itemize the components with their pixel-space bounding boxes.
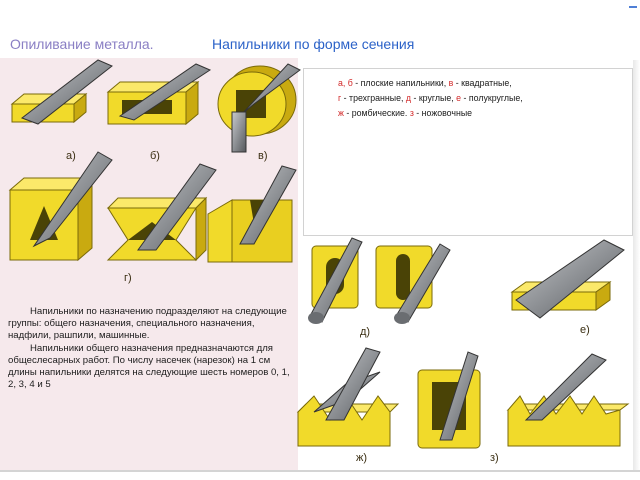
label-a: а) xyxy=(66,150,76,162)
legend-text: - ромбические. xyxy=(343,108,410,118)
label-z: з) xyxy=(490,452,499,464)
figure-z-hacksaw-file xyxy=(417,351,630,449)
figure-g-triangular-files xyxy=(8,151,297,263)
paragraph-purpose: Напильники по назначению подразделяют на… xyxy=(8,306,287,342)
corner-mark xyxy=(629,6,637,8)
legend-letter: в xyxy=(448,78,454,88)
figure-d-round-files xyxy=(308,237,451,324)
legend-text: - трехгранные, xyxy=(341,93,406,103)
label-d: д) xyxy=(360,326,371,338)
label-b: б) xyxy=(150,150,160,162)
page-subtitle: Напильники по форме сечения xyxy=(212,36,415,52)
figure-v-square-file xyxy=(217,63,301,153)
legend-line-2: г - трехгранные, д - круглые, е - полукр… xyxy=(338,91,623,106)
legend-text: - круглые, xyxy=(411,93,457,103)
legend-text: - квадратные, xyxy=(453,78,512,88)
label-v: в) xyxy=(258,150,268,162)
legend-letter: а, б xyxy=(338,78,353,88)
legend-text: - ножовочные xyxy=(413,108,473,118)
header: Опиливание металла. Напильники по форме … xyxy=(0,0,640,70)
legend-box xyxy=(303,68,633,236)
legend-text: - полукруглые, xyxy=(461,93,523,103)
label-g: г) xyxy=(124,272,132,284)
page-title: Опиливание металла. xyxy=(10,36,154,52)
right-edge-shadow xyxy=(633,60,640,470)
legend-text: - плоские напильники, xyxy=(352,78,449,88)
figure-a-flat-file xyxy=(10,59,113,125)
legend: а, б - плоские напильники, в - квадратны… xyxy=(338,76,623,121)
file-illustrations xyxy=(8,59,630,449)
legend-letter: з xyxy=(409,108,414,118)
legend-letter: ж xyxy=(338,108,344,118)
legend-letter: д xyxy=(405,93,412,103)
paragraph-general: Напильники общего назначения предназнача… xyxy=(8,342,290,391)
label-zh: ж) xyxy=(356,452,368,464)
label-e: е) xyxy=(580,324,590,336)
description-text: Напильники по назначению подразделяют на… xyxy=(8,306,294,391)
legend-letter: е xyxy=(456,93,462,103)
bottom-divider xyxy=(0,470,640,472)
legend-line-3: ж - ромбические. з - ножовочные xyxy=(338,106,623,121)
figure-e-half-round-file xyxy=(510,239,625,319)
figure-zh-rhombic-file xyxy=(296,347,400,447)
legend-letter: г xyxy=(338,93,342,103)
figure-b-flat-file xyxy=(106,63,212,126)
legend-line-1: а, б - плоские напильники, в - квадратны… xyxy=(338,76,623,91)
